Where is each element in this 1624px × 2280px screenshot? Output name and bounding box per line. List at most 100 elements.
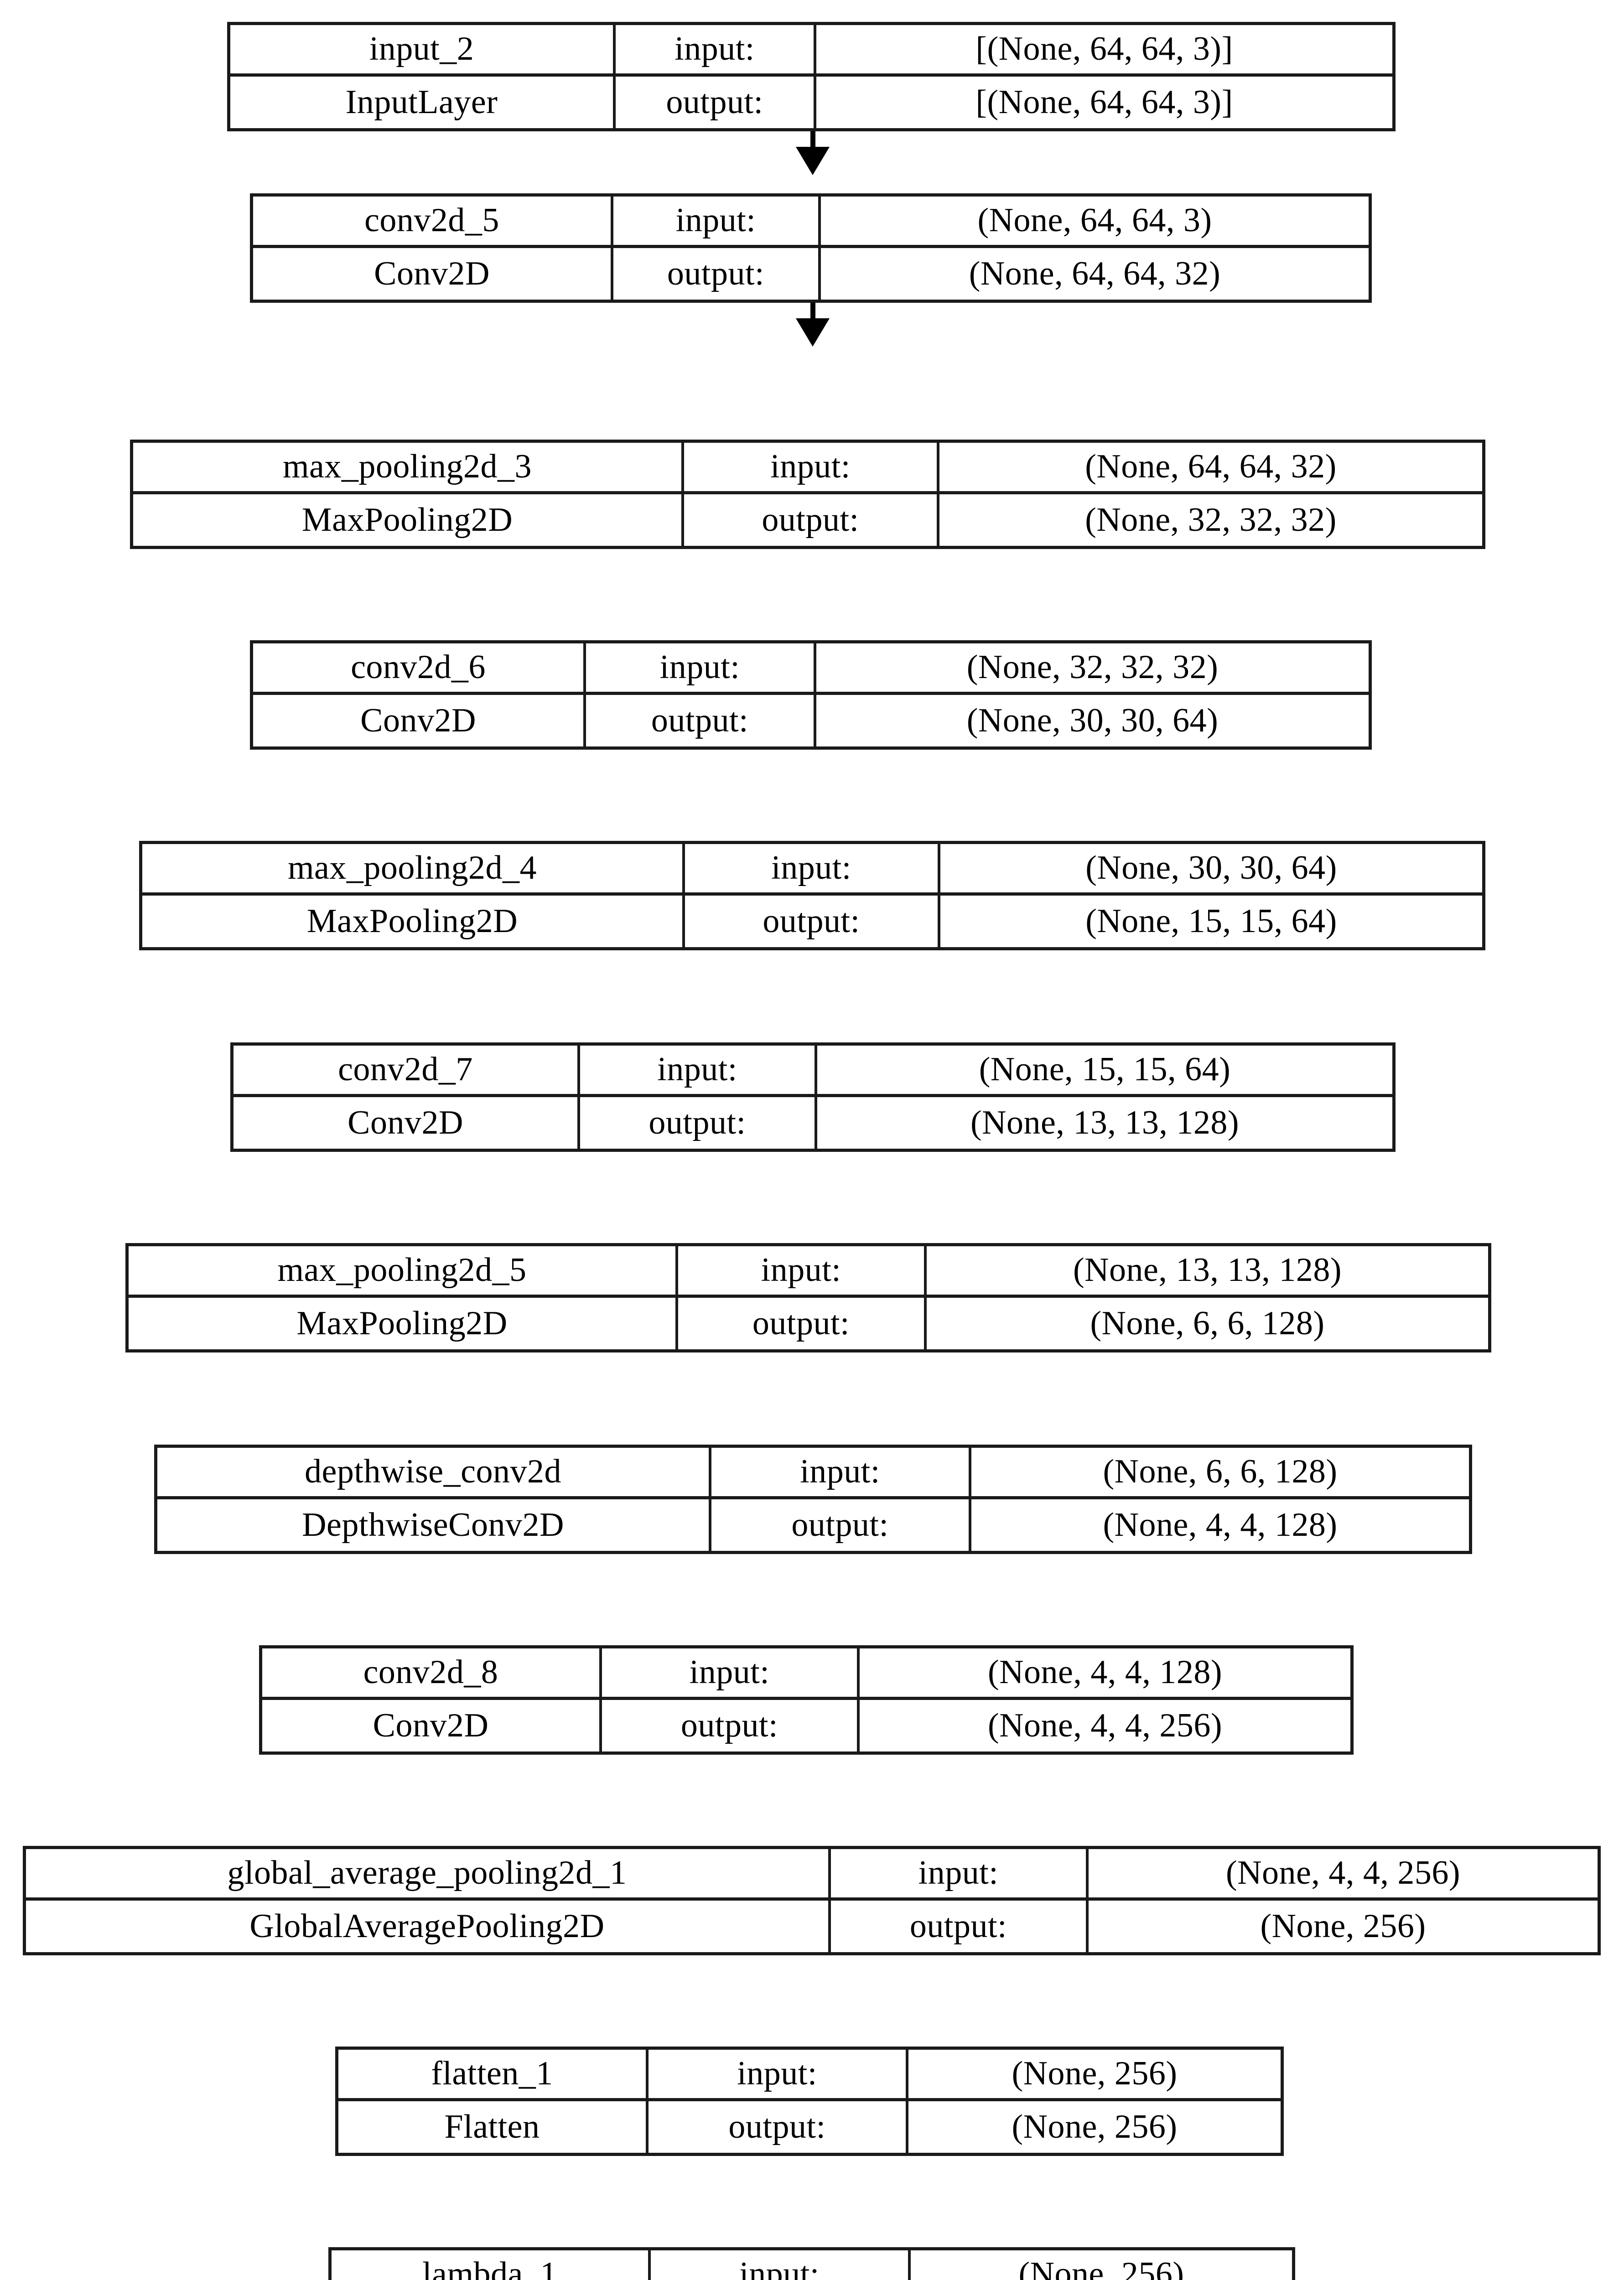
node-row-input: max_pooling2d_4 input: (None, 30, 30, 64… [142,844,1482,896]
node-class-label: DepthwiseConv2D [157,1499,711,1551]
input-shape-value: (None, 64, 64, 3) [977,202,1212,239]
node-lambda_1[interactable]: lambda_1 input: (None, 256) Lambda outpu… [328,2247,1295,2280]
node-conv2d_5[interactable]: conv2d_5 input: (None, 64, 64, 3) Conv2D… [250,193,1372,303]
input-shape-value: (None, 4, 4, 128) [987,1653,1223,1691]
output-row-label: output: [831,1901,1089,1952]
input-shape-value: (None, 32, 32, 32) [966,648,1219,686]
input-row-label: input: [649,2050,908,2098]
output-shape-value: (None, 13, 13, 128) [970,1104,1240,1141]
node-row-output: Conv2D output: (None, 13, 13, 128) [233,1097,1392,1149]
node-max_pooling2d_4[interactable]: max_pooling2d_4 input: (None, 30, 30, 64… [139,841,1485,950]
output-shape-value: (None, 256) [1012,2108,1178,2145]
output-row-label: output: [685,896,940,947]
input-row-label: input: [586,643,816,692]
node-depthwise_conv2d[interactable]: depthwise_conv2d input: (None, 6, 6, 128… [154,1445,1472,1554]
node-row-output: MaxPooling2D output: (None, 15, 15, 64) [142,896,1482,947]
output-shape-value: (None, 32, 32, 32) [1085,501,1337,539]
node-row-output: GlobalAveragePooling2D output: (None, 25… [26,1901,1598,1952]
output-shape-value: (None, 64, 64, 32) [969,254,1221,292]
output-row-label: output: [616,77,816,128]
node-row-input: conv2d_6 input: (None, 32, 32, 32) [253,643,1369,695]
output-shape-value: (None, 4, 4, 128) [1103,1506,1338,1544]
node-row-output: Conv2D output: (None, 30, 30, 64) [253,695,1369,746]
node-class-label: Conv2D [233,1097,580,1149]
output-row-label: output: [711,1499,971,1551]
node-class-label: Conv2D [253,695,586,746]
input-row-label: input: [651,2250,911,2280]
input-shape-value: (None, 6, 6, 128) [1103,1453,1338,1491]
node-name-label: conv2d_8 [262,1648,602,1697]
node-row-input: max_pooling2d_3 input: (None, 64, 64, 32… [133,443,1482,494]
node-name-label: depthwise_conv2d [157,1448,711,1496]
node-row-input: conv2d_5 input: (None, 64, 64, 3) [253,197,1369,248]
output-shape-value: [(None, 64, 64, 3)] [975,83,1233,121]
node-name-label: input_2 [230,25,616,73]
node-class-label: GlobalAveragePooling2D [26,1901,831,1952]
output-row-label: output: [580,1097,817,1149]
output-shape-value: (None, 15, 15, 64) [1085,902,1337,940]
node-row-output: DepthwiseConv2D output: (None, 4, 4, 128… [157,1499,1469,1551]
node-name-label: flatten_1 [338,2050,649,2098]
input-shape-value: (None, 15, 15, 64) [979,1051,1231,1088]
node-class-label: MaxPooling2D [142,896,685,947]
node-row-output: Flatten output: (None, 256) [338,2101,1281,2153]
node-name-label: max_pooling2d_3 [133,443,684,491]
node-class-label: InputLayer [230,77,616,128]
input-shape-value: [(None, 64, 64, 3)] [975,30,1233,68]
output-row-label: output: [586,695,816,746]
node-class-label: MaxPooling2D [129,1298,678,1349]
node-row-input: lambda_1 input: (None, 256) [332,2250,1292,2280]
output-shape-value: (None, 6, 6, 128) [1090,1304,1325,1342]
input-row-label: input: [831,1849,1089,1897]
node-class-label: Flatten [338,2101,649,2153]
node-global_average_pooling2d_1[interactable]: global_average_pooling2d_1 input: (None,… [23,1846,1601,1955]
node-name-label: conv2d_7 [233,1046,580,1094]
input-row-label: input: [613,197,821,245]
output-row-label: output: [602,1700,860,1751]
input-shape-value: (None, 256) [1018,2255,1184,2280]
node-row-input: flatten_1 input: (None, 256) [338,2050,1281,2101]
node-row-output: Conv2D output: (None, 64, 64, 32) [253,248,1369,300]
node-conv2d_8[interactable]: conv2d_8 input: (None, 4, 4, 128) Conv2D… [259,1645,1354,1755]
node-row-input: depthwise_conv2d input: (None, 6, 6, 128… [157,1448,1469,1499]
output-row-label: output: [678,1298,927,1349]
node-max_pooling2d_5[interactable]: max_pooling2d_5 input: (None, 13, 13, 12… [125,1243,1491,1352]
node-conv2d_6[interactable]: conv2d_6 input: (None, 32, 32, 32) Conv2… [250,640,1372,750]
input-shape-value: (None, 256) [1012,2055,1178,2093]
node-input_2[interactable]: input_2 input: [(None, 64, 64, 3)] Input… [227,22,1396,131]
input-shape-value: (None, 4, 4, 256) [1225,1854,1461,1892]
input-row-label: input: [678,1246,927,1295]
node-class-label: Conv2D [253,248,613,300]
output-shape-value: (None, 4, 4, 256) [987,1706,1223,1744]
node-row-input: conv2d_8 input: (None, 4, 4, 128) [262,1648,1350,1700]
input-shape-value: (None, 30, 30, 64) [1085,849,1337,887]
output-row-label: output: [684,494,939,546]
node-name-label: conv2d_5 [253,197,613,245]
node-conv2d_7[interactable]: conv2d_7 input: (None, 15, 15, 64) Conv2… [230,1042,1396,1152]
output-shape-value: (None, 30, 30, 64) [966,701,1219,739]
input-row-label: input: [684,443,939,491]
input-shape-value: (None, 64, 64, 32) [1085,448,1337,486]
node-row-output: Conv2D output: (None, 4, 4, 256) [262,1700,1350,1751]
node-name-label: max_pooling2d_4 [142,844,685,892]
output-row-label: output: [613,248,821,300]
node-row-output: MaxPooling2D output: (None, 32, 32, 32) [133,494,1482,546]
node-name-label: conv2d_6 [253,643,586,692]
node-max_pooling2d_3[interactable]: max_pooling2d_3 input: (None, 64, 64, 32… [130,440,1485,549]
node-class-label: MaxPooling2D [133,494,684,546]
node-row-input: max_pooling2d_5 input: (None, 13, 13, 12… [129,1246,1488,1298]
node-row-input: global_average_pooling2d_1 input: (None,… [26,1849,1598,1901]
input-shape-value: (None, 13, 13, 128) [1073,1251,1342,1289]
node-row-output: MaxPooling2D output: (None, 6, 6, 128) [129,1298,1488,1349]
input-row-label: input: [616,25,816,73]
input-row-label: input: [602,1648,860,1697]
node-row-input: conv2d_7 input: (None, 15, 15, 64) [233,1046,1392,1097]
node-name-label: global_average_pooling2d_1 [26,1849,831,1897]
output-shape-value: (None, 256) [1260,1907,1426,1945]
output-row-label: output: [649,2101,908,2153]
node-flatten_1[interactable]: flatten_1 input: (None, 256) Flatten out… [335,2047,1284,2156]
node-class-label: Conv2D [262,1700,602,1751]
input-row-label: input: [685,844,940,892]
input-row-label: input: [711,1448,971,1496]
